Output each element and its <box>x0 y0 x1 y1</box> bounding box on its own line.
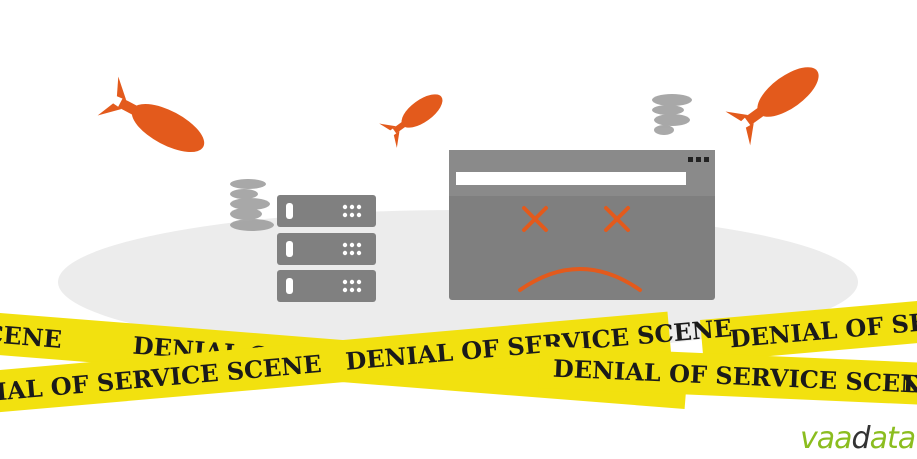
broken-browser-window-icon <box>449 150 715 300</box>
logo-part-1: vaa <box>800 421 852 456</box>
tape-text: DE <box>902 369 917 400</box>
svg-text:vaadata: vaadata <box>800 421 915 456</box>
logo-part-3: ata <box>870 421 916 456</box>
smoke-cloud-icon <box>652 94 692 135</box>
bomb-icon <box>97 76 205 153</box>
logo-part-2: d <box>852 421 872 456</box>
smoke-cloud-icon <box>230 179 274 231</box>
tape-text: CENE <box>0 319 63 354</box>
vaadata-logo: vaadata <box>800 421 916 456</box>
bomb-icon <box>725 67 819 146</box>
police-tape-band-4: DENIAL OF SERVICE SCENE DE <box>538 346 917 406</box>
server-rack-icon <box>277 195 376 302</box>
bomb-icon <box>379 94 443 148</box>
